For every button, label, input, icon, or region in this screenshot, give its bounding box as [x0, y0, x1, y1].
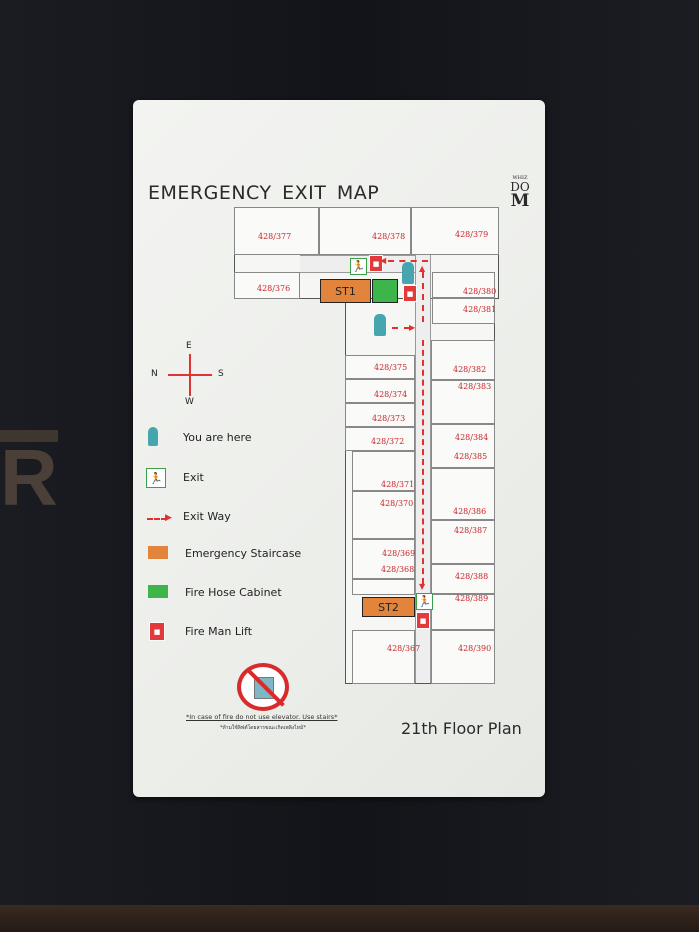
warning-english: *In case of fire do not use elevator. Us…: [186, 713, 338, 721]
room-outline: [431, 424, 495, 468]
unit-label: 428/371: [381, 480, 415, 489]
wall-letter-bar: [0, 430, 58, 442]
unit-label: 428/377: [258, 232, 292, 241]
room-outline: [432, 272, 495, 298]
room-outline: [345, 427, 415, 451]
room-outline: [352, 579, 415, 595]
unit-label: 428/372: [371, 437, 405, 446]
compass-south: S: [218, 369, 224, 379]
green-square-icon: [148, 585, 168, 598]
room-outline: [431, 520, 495, 564]
room-outline: [319, 207, 411, 255]
arrow-down-icon: ▼: [419, 582, 426, 591]
unit-label: 428/379: [455, 230, 489, 239]
fire-hose-cabinet: [372, 279, 398, 303]
room-outline: [431, 564, 495, 594]
room-outline: [432, 298, 495, 324]
warning-thai: *ห้ามใช้ลิฟต์โดยสารขณะเกิดเพลิงไหม้*: [220, 725, 306, 731]
you-are-here-icon: [402, 262, 414, 284]
legend-exit: Exit: [183, 471, 204, 484]
room-outline: [431, 594, 495, 630]
compass-icon: [189, 354, 191, 396]
unit-label: 428/374: [374, 390, 408, 399]
floor-plan-label: 21th Floor Plan: [401, 719, 522, 738]
unit-label: 428/367: [387, 644, 421, 653]
person-icon: [148, 427, 158, 446]
orange-square-icon: [148, 546, 168, 559]
building-logo: WHIZ DO M: [510, 175, 530, 211]
room-outline: [234, 272, 300, 299]
unit-label: 428/376: [257, 284, 291, 293]
room-outline: [431, 468, 495, 520]
fireman-lift-icon: ■: [416, 612, 430, 629]
sign-title: EMERGENCY EXIT MAP: [148, 182, 380, 204]
prohibition-slash: [245, 667, 285, 707]
room-outline: [411, 207, 499, 255]
unit-label: 428/388: [455, 572, 489, 581]
legend-fire-man-lift: Fire Man Lift: [185, 625, 253, 638]
room-outline: [431, 630, 495, 684]
staircase-st1: ST1: [320, 279, 371, 303]
unit-label: 428/373: [372, 414, 406, 423]
staircase-st2: ST2: [362, 597, 415, 617]
unit-label: 428/389: [455, 594, 489, 603]
exit-icon: 🏃: [146, 468, 166, 488]
room-outline: [431, 380, 495, 424]
room-outline: [352, 630, 415, 684]
unit-label: 428/370: [380, 499, 414, 508]
exit-way-arrow: [392, 327, 410, 329]
unit-label: 428/390: [458, 644, 492, 653]
exit-way-arrow: [388, 260, 428, 262]
unit-label: 428/381: [463, 305, 497, 314]
legend-fire-hose-cabinet: Fire Hose Cabinet: [185, 586, 282, 599]
exit-way-arrow: [422, 340, 424, 584]
arrow-up-icon: ▲: [419, 264, 426, 273]
unit-label: 428/387: [454, 526, 488, 535]
room-outline: [345, 379, 415, 403]
dashed-arrow-icon: [147, 518, 167, 520]
room-outline: [234, 207, 319, 255]
exit-icon: 🏃: [350, 258, 367, 275]
fireman-lift-icon: ■: [403, 285, 417, 302]
door-frame: [0, 905, 699, 932]
room-outline: [345, 355, 415, 379]
compass-east: E: [186, 341, 192, 351]
you-are-here-icon: [374, 314, 386, 336]
unit-label: 428/383: [458, 382, 492, 391]
room-outline: [345, 403, 415, 427]
legend-emergency-staircase: Emergency Staircase: [185, 547, 302, 560]
unit-label: 428/384: [455, 433, 489, 442]
no-elevator-icon: [237, 663, 289, 711]
compass-west: W: [185, 397, 194, 407]
legend-exit-way: Exit Way: [183, 510, 231, 523]
room-outline: [352, 491, 415, 539]
unit-label: 428/378: [372, 232, 406, 241]
wall-letter: R: [0, 433, 58, 522]
legend-you-are-here: You are here: [183, 431, 252, 444]
unit-label: 428/385: [454, 452, 488, 461]
room-outline: [352, 451, 415, 491]
arrow-left-icon: ◀: [380, 256, 387, 265]
unit-label: 428/368: [381, 565, 415, 574]
room-outline: [352, 539, 415, 579]
exit-way-arrow: [422, 272, 424, 322]
room-outline: [431, 340, 495, 380]
unit-label: 428/369: [382, 549, 416, 558]
unit-label: 428/382: [453, 365, 487, 374]
fireman-lift-icon: ■: [369, 255, 383, 272]
unit-label: 428/375: [374, 363, 408, 372]
unit-label: 428/380: [463, 287, 497, 296]
unit-label: 428/386: [453, 507, 487, 516]
compass-north: N: [151, 369, 158, 379]
arrow-right-icon: ▶: [165, 513, 172, 523]
arrow-right-icon: ▶: [409, 323, 416, 332]
fireman-lift-icon: ■: [149, 622, 165, 641]
exit-icon: 🏃: [416, 593, 433, 610]
